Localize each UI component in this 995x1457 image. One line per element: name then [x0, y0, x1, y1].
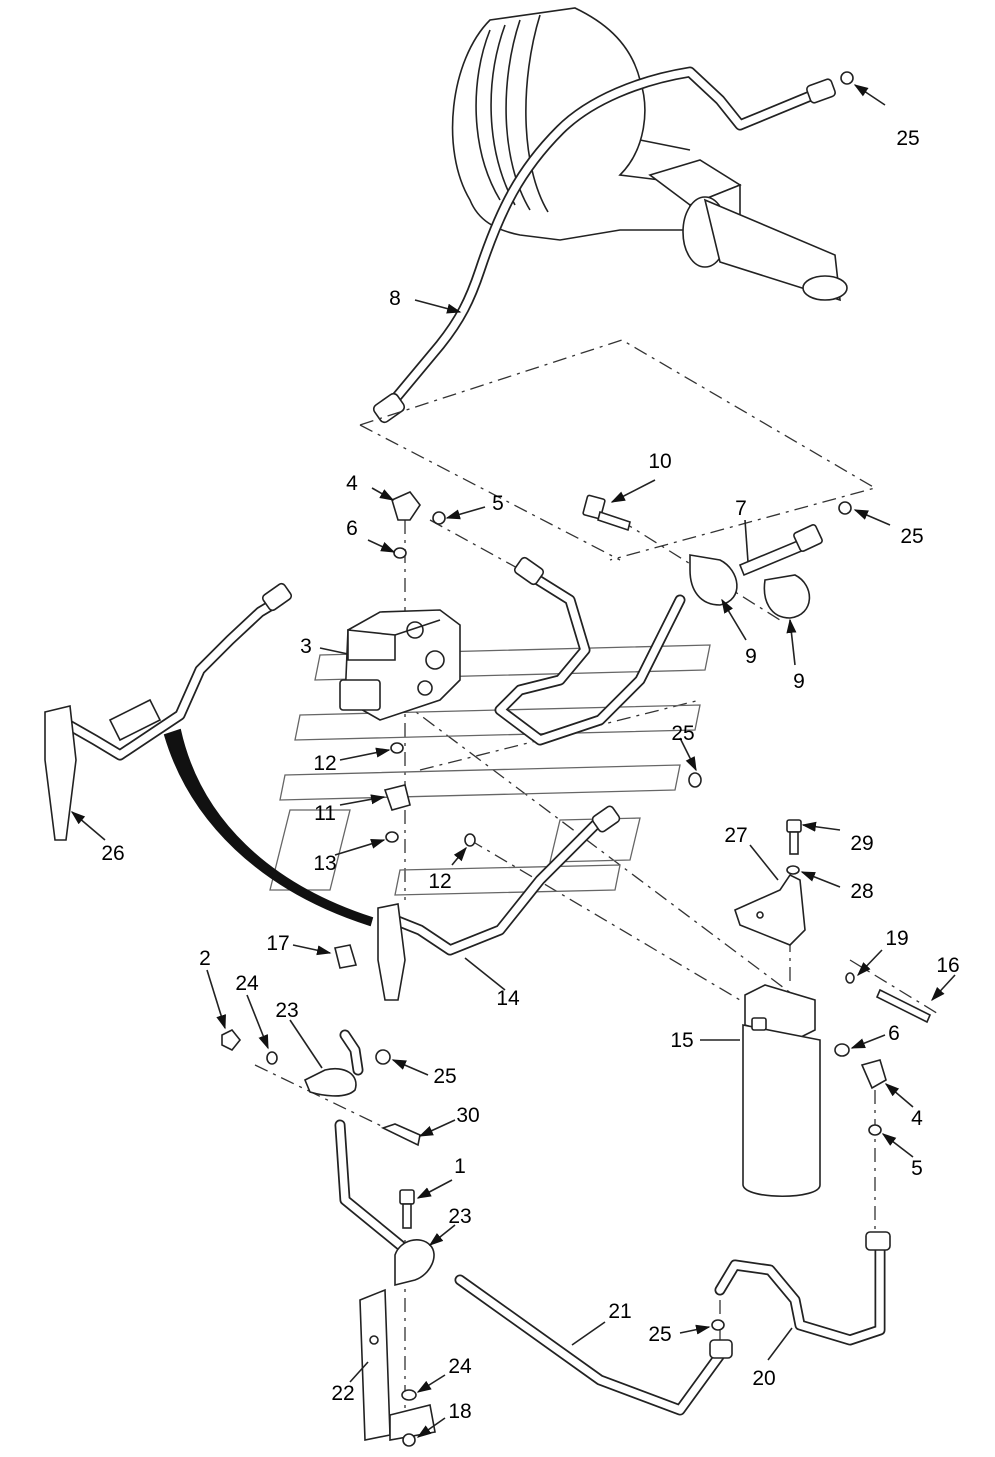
callout-26: 26	[101, 842, 124, 865]
oring-5-bottom	[868, 1124, 882, 1136]
oring-12-bottom	[464, 833, 476, 847]
watermark	[269, 644, 711, 896]
callout-6-bottom: 6	[888, 1022, 900, 1045]
callout-12-bottom: 12	[428, 870, 451, 893]
oring-25-right	[838, 501, 852, 515]
callout-29: 29	[850, 832, 873, 855]
callout-24-bottom: 24	[448, 1355, 472, 1378]
tube-valve-supply	[494, 556, 686, 746]
bracket-27	[734, 873, 806, 946]
oring-5-top	[432, 511, 446, 525]
callout-25-right: 25	[900, 525, 923, 548]
bolt-10	[582, 494, 631, 532]
tube-26	[44, 582, 293, 841]
callout-20: 20	[752, 1367, 775, 1390]
callout-22: 22	[331, 1382, 354, 1405]
callout-2: 2	[199, 947, 211, 970]
callout-9-left: 9	[745, 645, 757, 668]
callout-23-top: 23	[275, 999, 298, 1022]
bracket-22	[359, 1288, 436, 1441]
callout-28: 28	[850, 880, 873, 903]
callout-1: 1	[454, 1155, 466, 1178]
tube-20	[714, 1231, 891, 1346]
callout-27: 27	[724, 824, 747, 847]
bolt-30	[380, 1123, 421, 1147]
callout-15: 15	[670, 1029, 693, 1052]
nut-2	[221, 1028, 242, 1052]
clamp-23-bottom	[394, 1239, 435, 1287]
oring-25-mid	[688, 772, 702, 788]
callout-25-lower: 25	[433, 1065, 456, 1088]
callout-13: 13	[313, 852, 336, 875]
callout-17: 17	[266, 932, 289, 955]
oring-12-top	[390, 742, 404, 754]
valve-3	[339, 609, 461, 721]
oring-25-bottom	[711, 1319, 725, 1331]
callout-25-mid: 25	[671, 722, 694, 745]
clamp-9-right	[763, 574, 811, 619]
axle-housing	[451, 7, 848, 302]
oring-6-top	[393, 547, 407, 559]
callout-labels: 8 25 10 7 25 4 5 6 3 9 9 12 25 11 13 12 …	[101, 127, 959, 1423]
leader-lines	[70, 84, 956, 1438]
tube-14	[377, 805, 621, 1001]
bolt-29	[786, 819, 802, 855]
bolt-16	[875, 988, 932, 1024]
callout-9-right: 9	[793, 670, 805, 693]
oring-25-top	[840, 71, 854, 85]
callout-7: 7	[735, 497, 747, 520]
callout-14: 14	[496, 987, 520, 1010]
callout-11: 11	[314, 802, 336, 825]
tube-8	[372, 66, 836, 424]
fitting-17	[334, 944, 358, 969]
clamp-23-top	[303, 1068, 357, 1097]
callout-18: 18	[448, 1400, 471, 1423]
oring-25-lower	[375, 1049, 391, 1065]
callout-6-top: 6	[346, 517, 358, 540]
tube-21	[454, 1274, 733, 1416]
oring-13	[385, 831, 399, 843]
callout-25-top: 25	[896, 127, 919, 150]
callout-30: 30	[456, 1104, 479, 1127]
callout-10: 10	[648, 450, 671, 473]
callout-3: 3	[300, 635, 312, 658]
callout-4-bottom: 4	[911, 1107, 923, 1130]
callout-16: 16	[936, 954, 959, 977]
callout-19: 19	[885, 927, 908, 950]
callout-21: 21	[608, 1300, 631, 1323]
callout-8: 8	[389, 287, 401, 310]
callout-4-top: 4	[346, 472, 358, 495]
hose-left	[334, 1119, 406, 1251]
hose-black	[163, 728, 374, 927]
washer-28	[786, 865, 800, 875]
hose-elbow	[339, 1029, 364, 1076]
fitting-4-bottom	[860, 1059, 887, 1090]
oring-6-bottom	[834, 1043, 850, 1057]
callout-25-bottom: 25	[648, 1323, 671, 1346]
nut-18	[402, 1433, 416, 1447]
washer-24-top	[266, 1051, 278, 1065]
clamp-9-left	[689, 554, 738, 606]
callout-23-bottom: 23	[448, 1205, 471, 1228]
fitting-4-top	[391, 491, 421, 521]
callout-5-top: 5	[492, 492, 504, 515]
callout-12-top: 12	[313, 752, 336, 775]
bolt-7	[738, 524, 823, 577]
filter-15	[742, 984, 821, 1197]
tee-11	[383, 784, 411, 811]
bolt-1	[399, 1189, 415, 1229]
callout-5-bottom: 5	[911, 1157, 923, 1180]
washer-24-bottom	[401, 1389, 417, 1401]
washer-19	[845, 972, 855, 984]
callout-24-top: 24	[235, 972, 259, 995]
